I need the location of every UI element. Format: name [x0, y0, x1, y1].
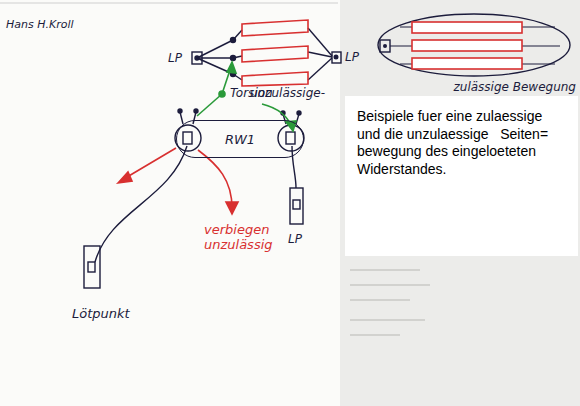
resistor-symbol — [242, 20, 308, 86]
board-label: LP — [288, 232, 302, 246]
sheet-edge — [0, 3, 338, 4]
allowed-movement-sketch — [378, 14, 570, 76]
solder-point-label: Lötpunkt — [72, 306, 130, 321]
back-sheet — [338, 0, 580, 406]
torsion-label: Torsion — [230, 86, 273, 100]
board-label: LP — [345, 50, 359, 64]
movement-caption: zulässige Bewegung — [453, 80, 576, 94]
note-text: Beispiele fuer eine zulaessige und die u… — [357, 108, 567, 178]
front-sheet — [0, 0, 340, 406]
wire — [84, 146, 303, 288]
author-signature: Hans H.Kroll — [6, 18, 74, 31]
board-label: LP — [168, 51, 182, 65]
unallowed-movement-sketch — [192, 28, 341, 80]
resistor-body: RW1 — [176, 120, 304, 158]
part-name: RW1 — [225, 132, 255, 147]
note-panel — [345, 96, 578, 256]
faint-text — [350, 270, 430, 335]
bending-label: verbiegen unzulässig — [204, 222, 294, 252]
